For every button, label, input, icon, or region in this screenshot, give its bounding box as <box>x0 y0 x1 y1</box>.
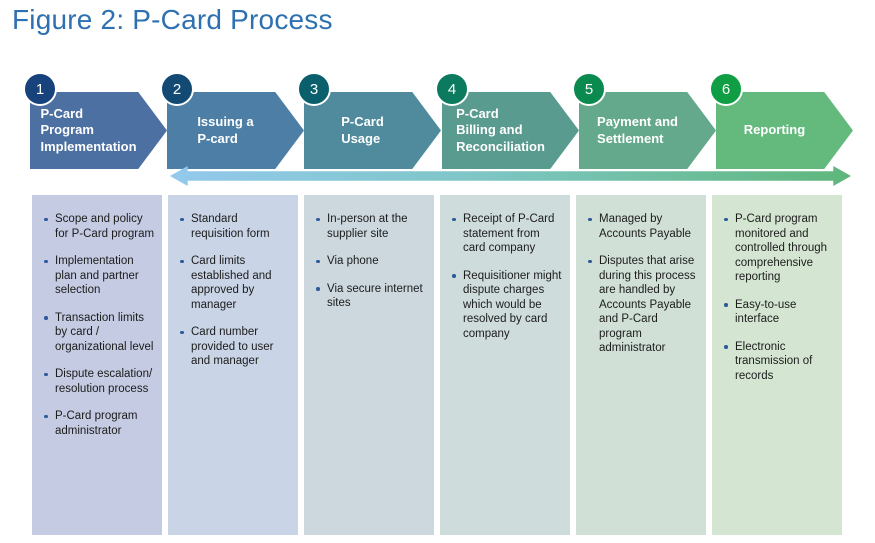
step-title: P-Card Billing and Reconciliation <box>456 105 545 154</box>
step-chevron-1: 1 P-Card Program Implementation <box>23 72 167 169</box>
step-number-badge-3: 3 <box>297 72 331 106</box>
chevron-arrow-shape <box>579 92 716 169</box>
chevron-arrow-shape <box>167 92 304 169</box>
bullet-item: Easy-to-use interface <box>722 298 836 327</box>
bullet-item: Disputes that arise during this process … <box>586 254 700 356</box>
chevron-arrow-shape <box>716 92 853 169</box>
bullet-item: Card limits established and approved by … <box>178 254 292 312</box>
bullet-item: Via secure internet sites <box>314 282 428 311</box>
bullet-item: Electronic transmission of records <box>722 340 836 384</box>
bullet-item: Via phone <box>314 254 428 269</box>
step-number-badge-5: 5 <box>572 72 606 106</box>
step-title: Reporting <box>743 122 806 138</box>
step-number-badge-2: 2 <box>160 72 194 106</box>
bullet-item: Requisitioner might dispute charges whic… <box>450 269 564 342</box>
step-title: Issuing a P-card <box>197 114 254 146</box>
bullet-list: P-Card program monitored and controlled … <box>712 195 842 383</box>
step-chevron-5: 5 Payment and Settlement <box>572 72 716 169</box>
step-chevron-2: 2 Issuing a P-card <box>160 72 304 169</box>
bullet-item: Implementation plan and partner selectio… <box>42 254 156 298</box>
panel-step-4: Receipt of P-Card statement from card co… <box>440 195 570 535</box>
step-number-badge-4: 4 <box>435 72 469 106</box>
bullet-item: Card number provided to user and manager <box>178 325 292 369</box>
bullet-item: Dispute escalation/ resolution process <box>42 367 156 396</box>
step-number-badge-1: 1 <box>23 72 57 106</box>
bullet-item: Managed by Accounts Payable <box>586 212 700 241</box>
step-chevron-6: 6 Reporting <box>709 72 853 169</box>
step-number-badge-6: 6 <box>709 72 743 106</box>
step-chevron-4: 4 P-Card Billing and Reconciliation <box>435 72 579 169</box>
bullet-item: In-person at the supplier site <box>314 212 428 241</box>
bullet-item: Standard requisition form <box>178 212 292 241</box>
bullet-item: Receipt of P-Card statement from card co… <box>450 212 564 256</box>
process-flow-arrow <box>170 166 851 186</box>
step-title: P-Card Program Implementation <box>40 105 137 154</box>
chevron-arrow-shape <box>30 92 167 169</box>
bullet-item: P-Card program administrator <box>42 409 156 438</box>
bullet-item: Transaction limits by card / organizatio… <box>42 311 156 355</box>
panel-step-6: P-Card program monitored and controlled … <box>712 195 842 535</box>
bullet-item: P-Card program monitored and controlled … <box>722 212 836 285</box>
chevron-arrow-shape <box>304 92 441 169</box>
step-chevron-3: 3 P-Card Usage <box>297 72 441 169</box>
bullet-list: Receipt of P-Card statement from card co… <box>440 195 570 341</box>
chevron-arrow-shape <box>442 92 579 169</box>
figure-title: Figure 2: P-Card Process <box>12 4 333 35</box>
step-title: P-Card Usage <box>341 114 384 146</box>
step-title: Payment and Settlement <box>597 114 678 146</box>
bullet-item: Scope and policy for P-Card program <box>42 212 156 241</box>
